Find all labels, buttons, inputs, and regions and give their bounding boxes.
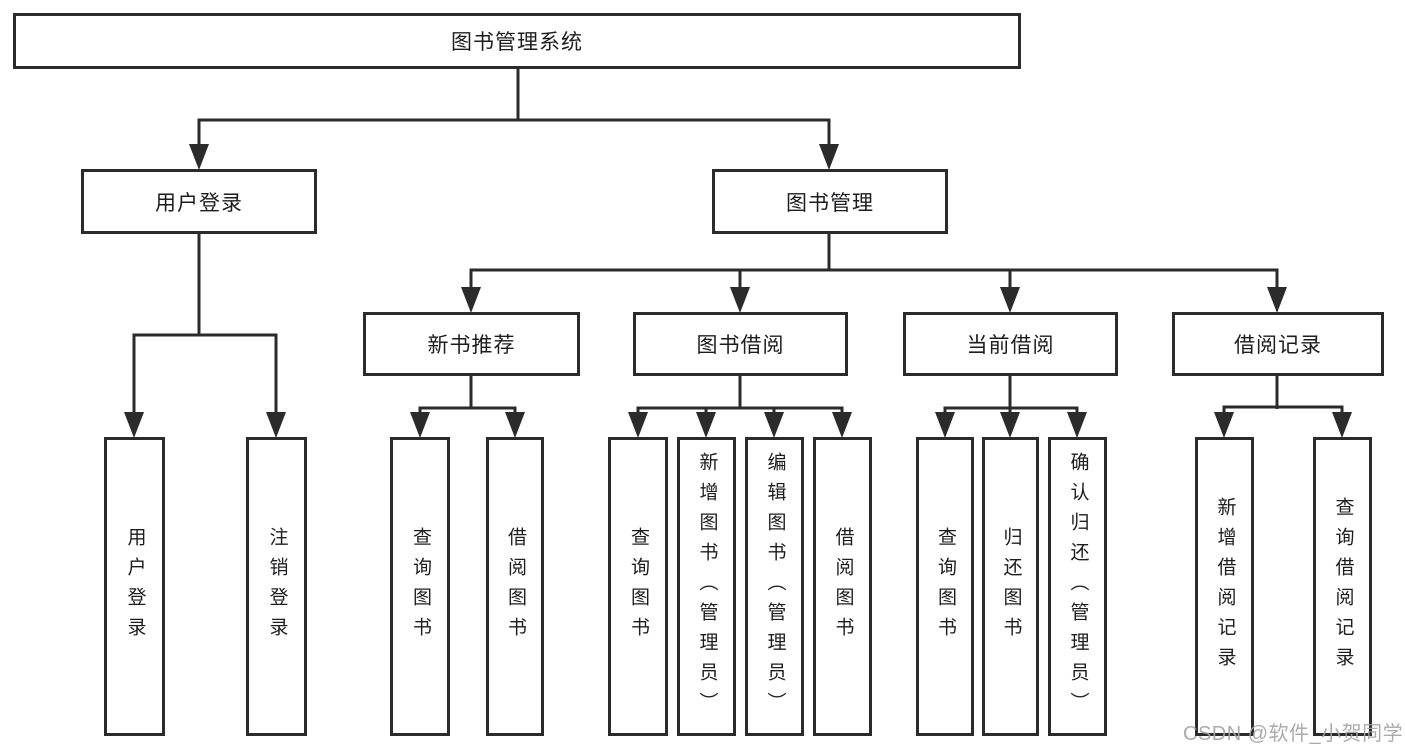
node-label: 当前借阅: [966, 334, 1055, 357]
node-label: 图书借阅: [696, 334, 785, 357]
leaf-edit-book-admin: 编辑图书（管理员）: [745, 437, 804, 736]
leaf-label: 查询图书: [409, 526, 431, 647]
leaf-label: 查询图书: [934, 526, 956, 647]
leaf-query-books-recommend: 查询图书: [390, 437, 450, 736]
node-label: 借阅记录: [1234, 334, 1322, 357]
leaf-label: 借阅图书: [504, 526, 526, 647]
leaf-label: 注销登录: [266, 526, 288, 647]
leaf-add-book-admin: 新增图书（管理员）: [677, 437, 736, 736]
leaf-user-login: 用户登录: [104, 437, 165, 736]
node-borrowing-records: 借阅记录: [1172, 312, 1384, 376]
leaf-label: 用户登录: [124, 526, 146, 647]
leaf-logout: 注销登录: [246, 437, 307, 736]
leaf-label: 借阅图书: [832, 526, 854, 647]
node-book-borrowing: 图书借阅: [633, 312, 848, 376]
leaf-query-books-current: 查询图书: [916, 437, 974, 736]
node-label: 图书管理: [786, 191, 874, 215]
node-user-login: 用户登录: [81, 169, 317, 234]
leaf-label: 查询图书: [627, 526, 649, 647]
leaf-borrow-books-borrowing: 借阅图书: [813, 437, 872, 736]
leaf-label: 查询借阅记录: [1332, 496, 1354, 677]
node-label: 用户登录: [155, 191, 243, 215]
node-library-management-system: 图书管理系统: [13, 13, 1021, 69]
leaf-query-borrow-record: 查询借阅记录: [1313, 437, 1372, 736]
leaf-label: 确认归还（管理员）: [1067, 451, 1089, 722]
leaf-label: 新增图书（管理员）: [696, 451, 718, 722]
leaf-confirm-return-admin: 确认归还（管理员）: [1048, 437, 1107, 736]
leaf-borrow-books-recommend: 借阅图书: [486, 437, 544, 736]
leaf-label: 编辑图书（管理员）: [764, 451, 786, 722]
node-book-management: 图书管理: [712, 169, 948, 234]
leaf-add-borrow-record: 新增借阅记录: [1195, 437, 1254, 736]
node-label: 图书管理系统: [451, 31, 583, 54]
watermark: CSDN @软件_小贺同学: [1183, 723, 1404, 745]
node-new-book-recommend: 新书推荐: [363, 312, 580, 376]
leaf-return-books: 归还图书: [982, 437, 1039, 736]
node-label: 新书推荐: [427, 334, 516, 357]
leaf-label: 新增借阅记录: [1214, 496, 1236, 677]
node-current-borrowing: 当前借阅: [903, 312, 1118, 376]
leaf-label: 归还图书: [1000, 526, 1022, 647]
leaf-query-books-borrowing: 查询图书: [608, 437, 668, 736]
